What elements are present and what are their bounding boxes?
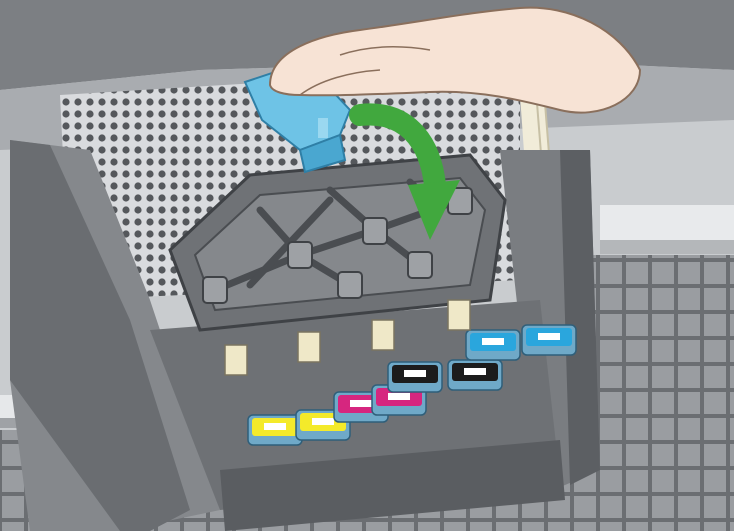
printhead-black: [447, 359, 503, 391]
printhead-cyan: [465, 329, 521, 361]
hand-illustration: [268, 6, 642, 114]
carriage-left-frame-dark: [10, 140, 190, 531]
printhead-row: [247, 324, 577, 446]
printhead-yellow: [247, 414, 303, 446]
carriage-right-frame-dark: [560, 150, 600, 485]
right-rail: [600, 205, 734, 245]
right-rail-shadow: [600, 240, 734, 254]
carriage-base-front: [220, 440, 565, 531]
printhead-cyan: [521, 324, 577, 356]
close-direction-arrow-icon: [349, 103, 460, 240]
printhead-black: [387, 361, 443, 393]
